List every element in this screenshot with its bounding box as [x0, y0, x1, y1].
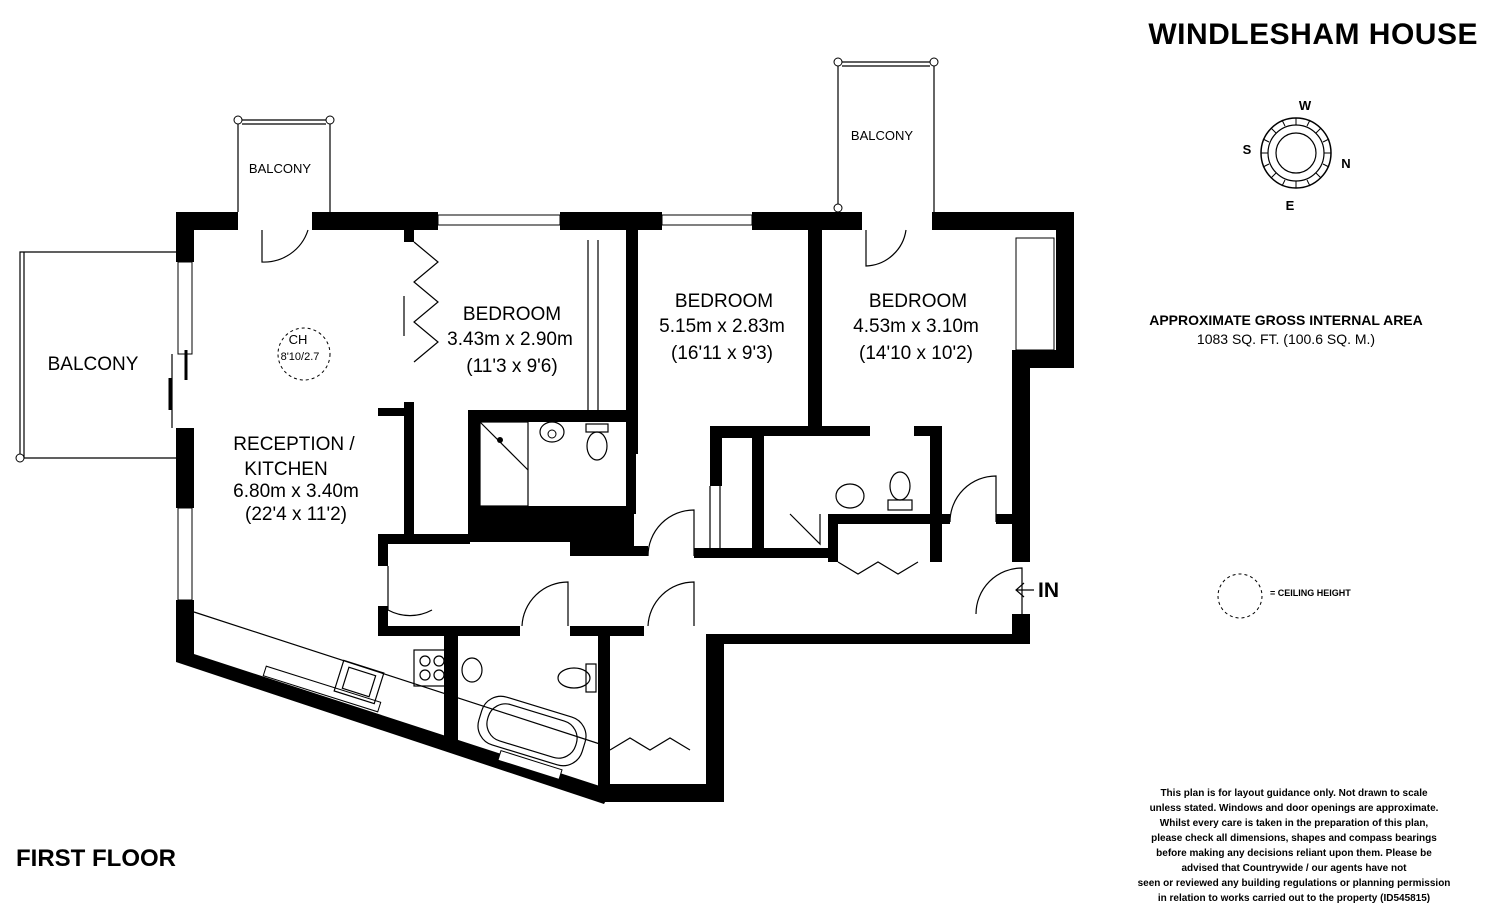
bedroom2-name: BEDROOM: [675, 291, 773, 312]
disclaimer-line: in relation to works carried out to the …: [1158, 893, 1430, 904]
entrance-label: IN: [1038, 579, 1059, 602]
balcony-top-left-label: BALCONY: [249, 161, 311, 176]
disclaimer-line: unless stated. Windows and door openings…: [1150, 803, 1439, 814]
bedroom1-imperial: (11'3 x 9'6): [466, 356, 557, 377]
bedroom3-metric: 4.53m x 3.10m: [853, 316, 979, 337]
ceiling-label: CH: [289, 332, 308, 347]
bedroom1-name: BEDROOM: [463, 304, 561, 325]
disclaimer-line: please check all dimensions, shapes and …: [1151, 833, 1437, 844]
compass-s: S: [1243, 142, 1252, 157]
ceiling-height-icon: [277, 327, 331, 381]
bedroom3-name: BEDROOM: [869, 291, 967, 312]
bedroom2-imperial: (16'11 x 9'3): [671, 343, 773, 364]
balcony-top-right: [833, 57, 939, 213]
balcony-top-left: [233, 115, 335, 212]
balcony-left-label: BALCONY: [48, 354, 139, 375]
disclaimer-line: This plan is for layout guidance only. N…: [1160, 788, 1428, 799]
area-line2: 1083 SQ. FT. (100.6 SQ. M.): [1197, 331, 1375, 347]
compass-n: N: [1341, 156, 1350, 171]
bedroom1-metric: 3.43m x 2.90m: [447, 329, 573, 350]
compass-icon: W S N E: [1243, 98, 1351, 213]
disclaimer-line: advised that Countrywide / our agents ha…: [1181, 863, 1407, 874]
compass-e: E: [1286, 198, 1295, 213]
walls: [168, 212, 1074, 804]
fixtures: [333, 421, 913, 767]
disclaimer-line: before making any decisions reliant upon…: [1156, 848, 1432, 859]
area-line1: APPROXIMATE GROSS INTERNAL AREA: [1149, 312, 1423, 328]
reception-imperial: (22'4 x 11'2): [245, 504, 347, 525]
reception-metric: 6.80m x 3.40m: [233, 481, 359, 502]
compass-w: W: [1299, 98, 1312, 113]
reception-name-2: KITCHEN: [244, 459, 327, 480]
balcony-left: [15, 251, 176, 463]
legend-ceiling-icon: [1217, 573, 1263, 619]
doors: [261, 229, 1023, 751]
legend-label: = CEILING HEIGHT: [1270, 588, 1351, 598]
floor-label: FIRST FLOOR: [16, 845, 176, 872]
property-title: WINDLESHAM HOUSE: [1148, 18, 1478, 51]
bedroom3-imperial: (14'10 x 10'2): [859, 343, 973, 364]
disclaimer: This plan is for layout guidance only. N…: [1138, 788, 1451, 904]
ceiling-value: 8'10/2.7: [281, 351, 320, 363]
entrance-arrow-icon: [1015, 582, 1034, 598]
bedroom2-metric: 5.15m x 2.83m: [659, 316, 785, 337]
reception-name-1: RECEPTION /: [233, 434, 355, 455]
balcony-top-right-label: BALCONY: [851, 128, 913, 143]
disclaimer-line: Whilst every care is taken in the prepar…: [1160, 818, 1429, 829]
disclaimer-line: seen or reviewed any building regulation…: [1138, 878, 1451, 889]
